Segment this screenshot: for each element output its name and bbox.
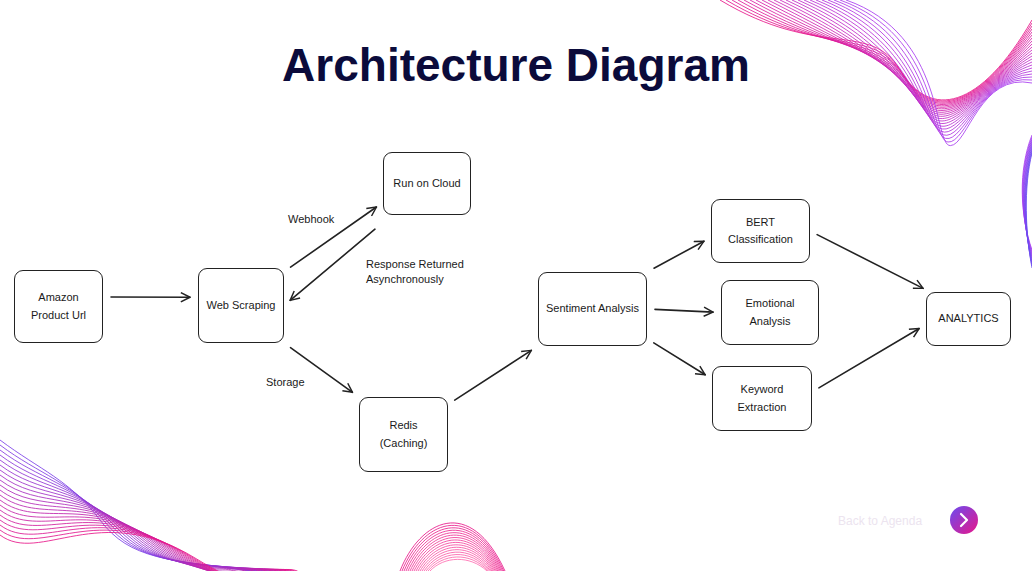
wave-line [412, 538, 498, 571]
wave-line [834, 0, 1032, 139]
wave-line [0, 532, 298, 571]
box-label: BERT Classification [718, 214, 803, 248]
arrow-connector [655, 309, 713, 312]
wave-line [410, 535, 499, 571]
arrow-connector [290, 229, 375, 300]
wave-line [404, 528, 503, 571]
wave-line [816, 0, 1032, 129]
wave-lines [0, 440, 298, 571]
wave-lines [720, 0, 1032, 146]
wave-lines [400, 523, 505, 571]
wave-line [846, 0, 1032, 146]
box-label: ANALYTICS [938, 310, 998, 327]
box-label: Keyword Extraction [719, 381, 805, 415]
process-box: ANALYTICS [926, 292, 1011, 346]
wave-line [0, 450, 255, 571]
process-box: Web Scraping [198, 268, 284, 343]
wave-line [420, 547, 493, 571]
box-label: Emotional Analysis [728, 295, 812, 329]
wave-line [0, 440, 250, 571]
wave-line [780, 0, 1032, 114]
slide-title: Architecture Diagram [0, 38, 1032, 93]
wave-line [428, 557, 488, 571]
wave-line [416, 542, 495, 571]
box-label: Redis (Caching) [366, 417, 441, 451]
wave-line [426, 555, 489, 571]
box-label: Amazon Product Url [21, 289, 96, 323]
wave-line [414, 540, 497, 571]
wave-line [0, 485, 273, 571]
process-box: Emotional Analysis [721, 280, 819, 345]
wave-line [406, 530, 501, 571]
wave-line [422, 550, 492, 571]
wave-line [0, 445, 253, 571]
wave-line [0, 530, 295, 571]
box-label: Sentiment Analysis [546, 300, 639, 317]
edge-label: Webhook [286, 212, 336, 227]
arrow-connector [817, 235, 923, 289]
wave-line [402, 525, 504, 571]
wave-lines [1022, 135, 1032, 268]
nav-link-text: Back to Agenda [838, 514, 922, 528]
wave-line [0, 525, 293, 571]
wave-line [786, 0, 1032, 116]
wave-line [0, 465, 263, 571]
box-label: Web Scraping [207, 297, 276, 314]
wave-line [418, 545, 494, 571]
process-box: BERT Classification [711, 199, 810, 263]
wave-line [828, 0, 1032, 135]
wave-line [1026, 153, 1032, 268]
arrow-connector [654, 343, 705, 375]
arrow-connector [111, 296, 190, 298]
wave-line [792, 0, 1032, 119]
edge-label: Storage [264, 375, 307, 390]
wave-line [0, 515, 288, 571]
arrow-connector [654, 241, 704, 268]
edge-label: Response Returned Asynchronously [364, 257, 480, 288]
process-box: Run on Cloud [383, 152, 471, 215]
wave-line [840, 0, 1032, 142]
process-box: Amazon Product Url [14, 270, 103, 343]
box-label: Run on Cloud [393, 175, 460, 192]
arrow-connector [455, 350, 532, 400]
wave-line [0, 510, 285, 571]
wave-line [424, 552, 491, 571]
wave-line [400, 523, 505, 571]
wave-line [0, 470, 265, 571]
process-box: Keyword Extraction [712, 366, 812, 431]
process-box: Redis (Caching) [359, 397, 448, 472]
wave-line [810, 0, 1032, 126]
wave-line [408, 533, 500, 571]
wave-line [822, 0, 1032, 132]
wave-line [430, 559, 487, 571]
wave-line [0, 460, 260, 571]
chevron-icon [961, 514, 967, 526]
next-button [950, 506, 978, 534]
wave-line [0, 520, 290, 571]
wave-line [798, 0, 1032, 121]
process-box: Sentiment Analysis [538, 272, 647, 346]
wave-line [0, 475, 268, 571]
arrow-connector [819, 328, 919, 387]
